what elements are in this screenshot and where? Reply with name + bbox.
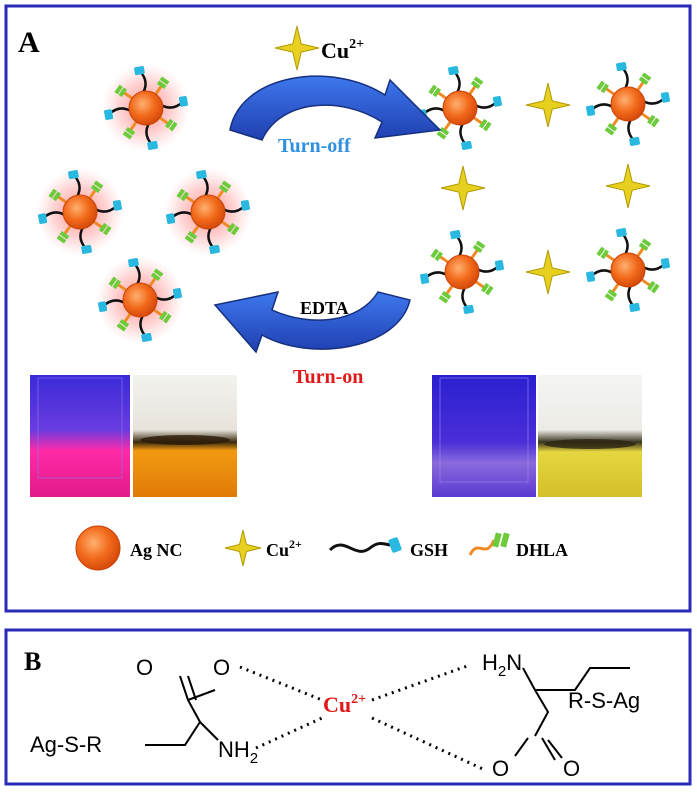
left-hydroxyl-o: O <box>213 655 230 680</box>
top-reagent-label: Cu2+ <box>321 37 364 63</box>
ag-nanocluster <box>586 228 670 312</box>
top-reagent: Cu2+ <box>274 25 364 71</box>
left-carbonyl-o: O <box>136 655 153 680</box>
right-substituent: R-S-Ag <box>568 688 640 713</box>
cu-star-group <box>440 82 651 295</box>
gsh-legend-label: GSH <box>410 540 448 560</box>
cu-star-icon <box>274 25 320 71</box>
ag-nc-legend-label: Ag NC <box>130 540 183 560</box>
cu-star-icon <box>525 82 571 128</box>
vial-photo-left <box>30 375 237 497</box>
coordination-bonds <box>239 663 486 772</box>
right-amine: H2N <box>482 650 522 680</box>
legend: Ag NC Cu2+ GSH DHLA <box>75 525 568 571</box>
cu-star-icon <box>440 165 486 211</box>
dhla-legend-icon <box>468 539 496 556</box>
ag-nc-legend-icon <box>75 525 121 571</box>
right-ligand <box>514 667 630 761</box>
ag-nanocluster <box>36 168 124 256</box>
right-carbonyl-o: O <box>563 756 580 781</box>
turn-on-arrow <box>213 291 411 354</box>
nanocluster-group <box>36 62 670 344</box>
cu-legend-label: Cu2+ <box>266 537 302 560</box>
panel-b-label: B <box>24 647 41 676</box>
right-hydroxyl-o: O <box>492 756 509 781</box>
turn-on-label: Turn-on <box>293 366 363 388</box>
edta-label: EDTA <box>300 298 349 318</box>
ag-nanocluster <box>102 64 190 152</box>
left-substituent: Ag-S-R <box>30 732 102 757</box>
dhla-legend-label: DHLA <box>516 540 568 560</box>
left-amine: NH2 <box>218 737 258 767</box>
left-ligand <box>145 675 219 746</box>
vial-photo-right <box>432 375 642 497</box>
cu-star-icon <box>605 163 651 209</box>
ag-nanocluster <box>96 256 184 344</box>
panel-b-frame <box>4 628 692 786</box>
panel-a-label: A <box>18 26 40 59</box>
turn-off-label: Turn-off <box>278 135 351 157</box>
center-cu-ion: Cu2+ <box>323 692 366 717</box>
cu-star-icon <box>525 249 571 295</box>
ag-nanocluster <box>420 230 504 314</box>
cu-legend-icon <box>224 529 262 567</box>
ag-nanocluster <box>164 168 252 256</box>
gsh-legend-icon <box>328 542 393 553</box>
ag-nanocluster <box>586 62 670 146</box>
turn-off-arrow <box>229 75 442 141</box>
